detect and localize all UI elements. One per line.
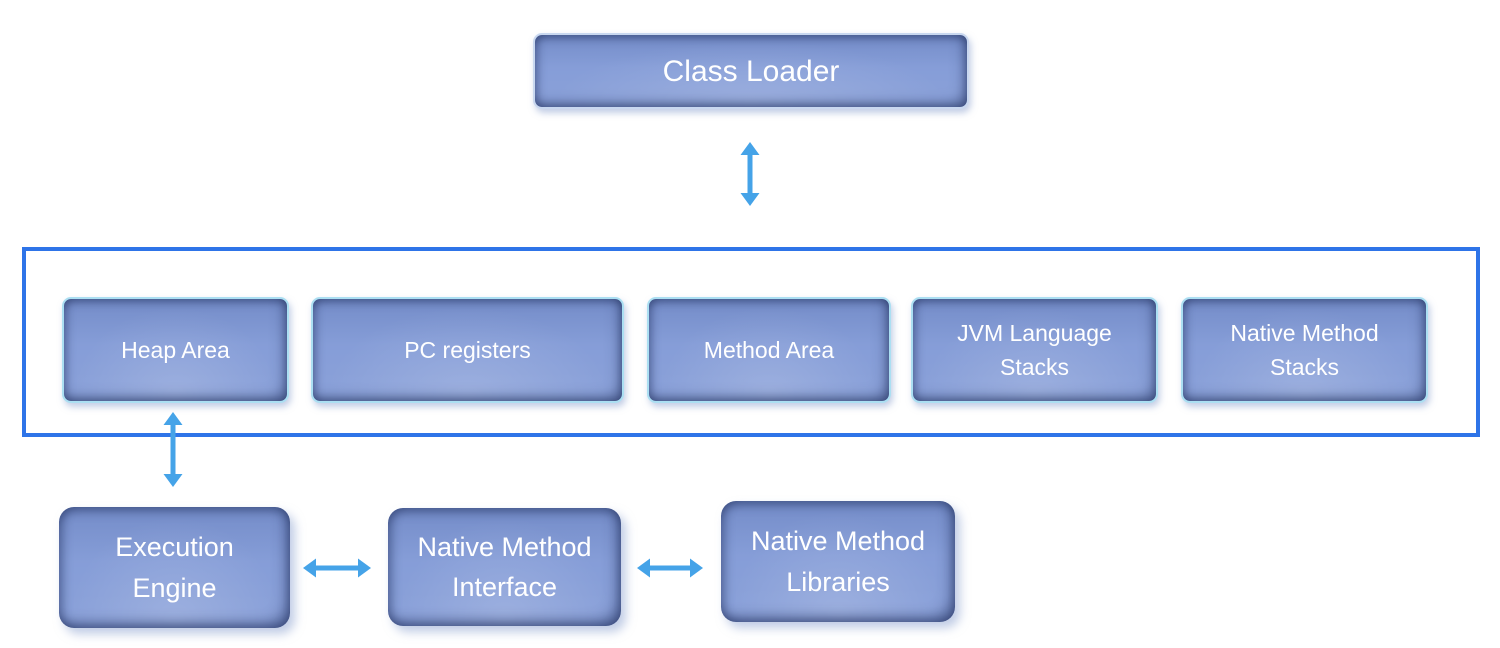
box-pc-registers: PC registers	[311, 297, 624, 403]
native-method-libraries-label: Native Method Libraries	[750, 526, 926, 597]
heap-area-label: Heap Area	[121, 336, 230, 363]
box-execution-engine: Execution Engine	[59, 507, 290, 628]
box-native-method-stacks: Native Method Stacks	[1181, 297, 1428, 403]
arrow-class-loader-runtime-icon	[740, 142, 760, 206]
pc-registers-label: PC registers	[404, 336, 531, 363]
method-area-label: Method Area	[703, 336, 835, 363]
box-native-method-interface: Native Method Interface	[388, 508, 621, 626]
box-jvm-language-stacks: JVM Language Stacks	[911, 297, 1158, 403]
box-heap-area: Heap Area	[62, 297, 289, 403]
arrow-nmi-libraries-icon	[637, 558, 703, 578]
execution-engine-label: Execution Engine	[115, 532, 234, 603]
box-native-method-libraries: Native Method Libraries	[721, 501, 955, 622]
jvm-language-stacks-label: JVM Language Stacks	[957, 319, 1112, 381]
box-class-loader: Class Loader	[533, 33, 969, 109]
class-loader-label: Class Loader	[662, 54, 840, 88]
native-method-stacks-label: Native Method Stacks	[1230, 319, 1379, 381]
runtime-data-area-container	[22, 247, 1480, 437]
arrow-execution-nmi-icon	[303, 558, 371, 578]
arrow-runtime-execution-engine-icon	[163, 412, 183, 487]
box-method-area: Method Area	[647, 297, 891, 403]
native-method-interface-label: Native Method Interface	[417, 531, 592, 603]
